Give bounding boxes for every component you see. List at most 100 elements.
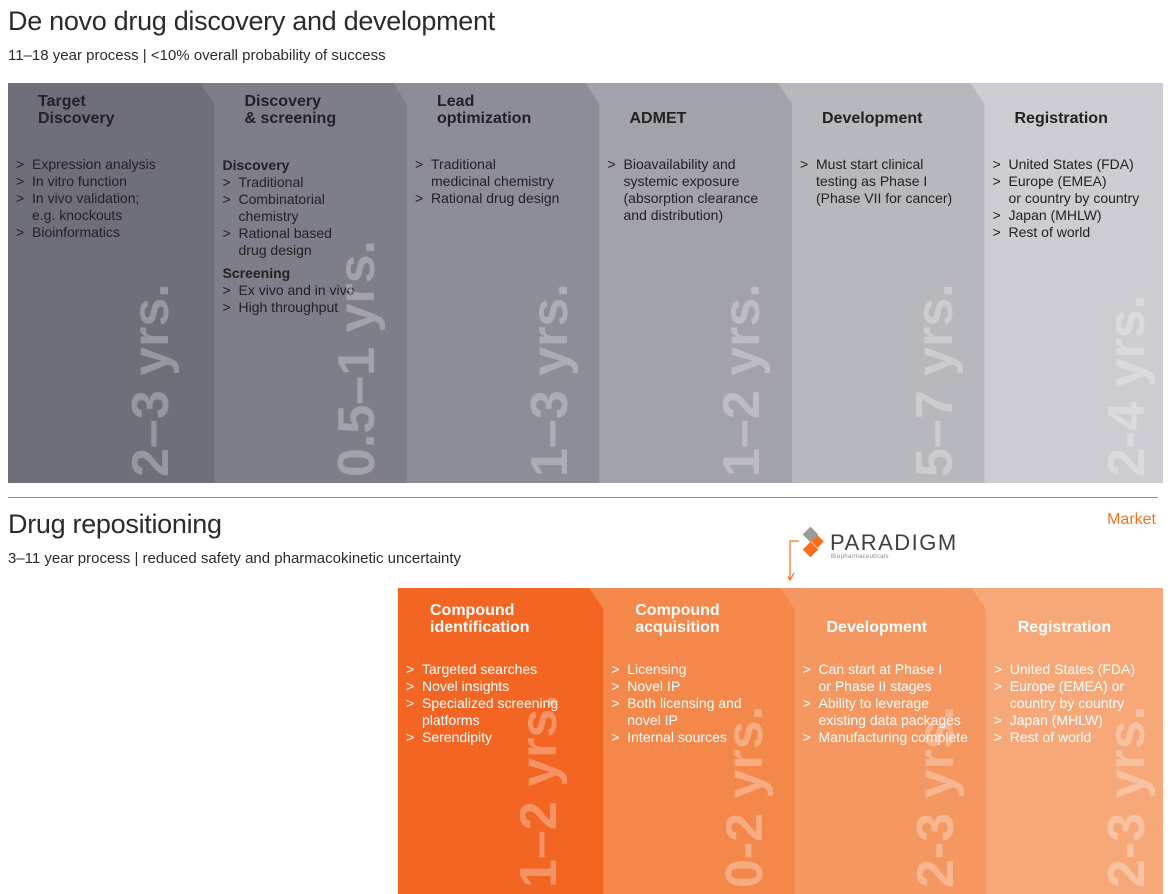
list-item: >United States (FDA) — [994, 661, 1135, 678]
list-item: >Japan (MHLW) — [993, 207, 1140, 224]
list-item-text: Novel insights — [422, 678, 510, 694]
list-item-text: Japan (MHLW) — [1008, 207, 1102, 223]
denovo-stage-5-shape — [778, 83, 985, 483]
list-item: >Traditional — [223, 174, 355, 191]
bullet-chevron-icon: > — [802, 729, 811, 745]
list-item-text: Bioavailability and systemic exposure (a… — [623, 156, 759, 223]
list-item: > Novel IP — [611, 678, 741, 695]
list-item: > Europe (EMEA) or country by country — [994, 678, 1135, 712]
repositioning-stage-1-shape — [398, 588, 604, 894]
list-item: >Rational based drug design — [223, 225, 355, 259]
bullet-chevron-icon: > — [611, 678, 620, 694]
list-item: >Both licensing and novel IP — [611, 695, 741, 729]
repositioning-stage-4-list: >United States (FDA)>Europe (EMEA) or co… — [994, 661, 1135, 746]
list-item-text: Expression analysis — [32, 156, 156, 172]
list-item: >Europe (EMEA) or country by country — [993, 173, 1140, 207]
denovo-stage-4: ADMET > Bioavailability and systemic expos… — [600, 83, 779, 483]
bullet-chevron-icon: > — [406, 729, 415, 745]
denovo-stage-3-duration: 1–3 yrs. — [520, 283, 579, 477]
bullet-chevron-icon: > — [993, 661, 1002, 677]
bullet-chevron-icon: > — [415, 156, 424, 172]
repositioning-stage-1-duration: 1–2 yrs. — [510, 694, 569, 888]
list-item-text: Bioinformatics — [32, 224, 120, 240]
list-item-text: Manufacturing complete — [818, 729, 968, 745]
list-item: >Serendipity — [406, 729, 558, 746]
list-item-text: Traditional — [238, 174, 304, 190]
list-item: >Licensing — [611, 661, 741, 678]
list-item-text: Specialized screening platforms — [422, 695, 559, 728]
paradigm-logo-name: PARADIGM — [830, 530, 958, 555]
list-item-text: Japan (MHLW) — [1009, 712, 1103, 728]
denovo-stage-4-duration: 1–2 yrs. — [713, 283, 771, 477]
bullet-chevron-icon: > — [607, 156, 616, 172]
bullet-chevron-icon: > — [992, 173, 1001, 189]
list-item: >Rational drug design — [415, 190, 559, 207]
repositioning-stage-3-title: Development — [826, 619, 927, 636]
list-item-text: Europe (EMEA) or country by country — [1009, 678, 1125, 711]
bullet-chevron-icon: > — [992, 224, 1001, 240]
denovo-stage-2-shape — [200, 83, 407, 483]
denovo-stage-4-title: ADMET — [629, 110, 687, 127]
repositioning-stage-1-list: >Targeted searches>Novel insights>Specia… — [406, 661, 558, 746]
bullet-chevron-icon: > — [16, 190, 25, 206]
bullet-chevron-icon: > — [992, 156, 1001, 172]
list-item-text: Traditional medicinal chemistry — [431, 156, 554, 189]
paradigm-logo-subtitle: Biopharmaceuticals — [831, 554, 889, 560]
list-item-text: Rest of world — [1009, 729, 1092, 745]
denovo-stage-1-title: Target Discovery — [38, 93, 115, 127]
list-item: >Rest of world — [994, 729, 1135, 746]
list-item: > Can start at Phase I or Phase II stages — [803, 661, 968, 695]
list-item-text: Novel IP — [627, 678, 681, 694]
denovo-stage-1: Target Discovery > Expression analysis > In … — [8, 83, 187, 483]
list-item: >Rest of world — [993, 224, 1140, 241]
list-item: >Targeted searches — [406, 661, 558, 678]
list-item: > Bioavailability and systemic exposure (… — [608, 156, 759, 224]
list-item-text: Can start at Phase I or Phase II stages — [818, 661, 943, 694]
list-item: >Combinatorial chemistry — [223, 191, 355, 225]
list-item-text: High throughput — [238, 299, 339, 315]
bullet-chevron-icon: > — [222, 299, 231, 315]
group-heading: Screening — [222, 265, 291, 281]
bullet-chevron-icon: > — [802, 661, 811, 677]
bullet-chevron-icon: > — [993, 678, 1002, 694]
denovo-title: De novo drug discovery and development — [8, 6, 495, 36]
repositioning-stage-3-list: > Can start at Phase I or Phase II stages… — [803, 661, 968, 746]
repositioning-stage-2-duration: 0-2 yrs. — [715, 705, 774, 888]
denovo-stage-6-shape — [970, 83, 1163, 483]
denovo-stage-1-shape — [8, 83, 215, 483]
paradigm-logo-mark — [788, 527, 824, 582]
denovo-stage-4-list: > Bioavailability and systemic exposure (… — [608, 156, 759, 224]
paradigm-logo: PARADIGM Biopharmaceuticals — [788, 527, 1018, 587]
denovo-stage-strip: Target Discovery > Expression analysis > In … — [8, 83, 1163, 483]
list-item: > Expression analysis — [16, 156, 156, 173]
bullet-chevron-icon: > — [16, 224, 25, 240]
repositioning-stage-strip: Compound identification>Targeted searche… — [398, 588, 1163, 894]
denovo-stage-2-title: Discovery & screening — [244, 93, 337, 127]
list-item-text: Both licensing and novel IP — [627, 695, 742, 728]
list-item-text: Licensing — [627, 661, 687, 677]
repositioning-stage-1: Compound identification>Targeted searche… — [398, 588, 575, 894]
repositioning-stage-2-shape — [589, 588, 795, 894]
bullet-chevron-icon: > — [415, 190, 424, 206]
list-item: > In vivo validation; e.g. knockouts — [16, 190, 156, 224]
bullet-chevron-icon: > — [800, 156, 809, 172]
denovo-stage-3-title: Lead optimization — [437, 93, 532, 127]
market-arrow-line — [8, 497, 1158, 498]
denovo-chevron-shapes — [8, 83, 1163, 483]
bullet-chevron-icon: > — [16, 173, 25, 189]
denovo-stage-1-duration: 2–3 yrs. — [121, 283, 180, 477]
bullet-chevron-icon: > — [222, 191, 231, 207]
list-item: >Internal sources — [611, 729, 741, 746]
bullet-chevron-icon: > — [406, 661, 415, 677]
bullet-chevron-icon: > — [993, 712, 1002, 728]
repositioning-stage-3-shape — [780, 588, 986, 894]
list-item-text: In vivo validation; e.g. knockouts — [32, 190, 140, 223]
list-item: > Japan (MHLW) — [994, 712, 1135, 729]
denovo-stage-6-duration: 2-4 yrs. — [1098, 294, 1156, 477]
bullet-chevron-icon: > — [406, 695, 415, 711]
list-item: > High throughput — [223, 299, 355, 316]
denovo-stage-5-title: Development — [822, 110, 923, 127]
repositioning-stage-2-title: Compound acquisition — [635, 602, 720, 636]
bullet-chevron-icon: > — [16, 156, 25, 172]
